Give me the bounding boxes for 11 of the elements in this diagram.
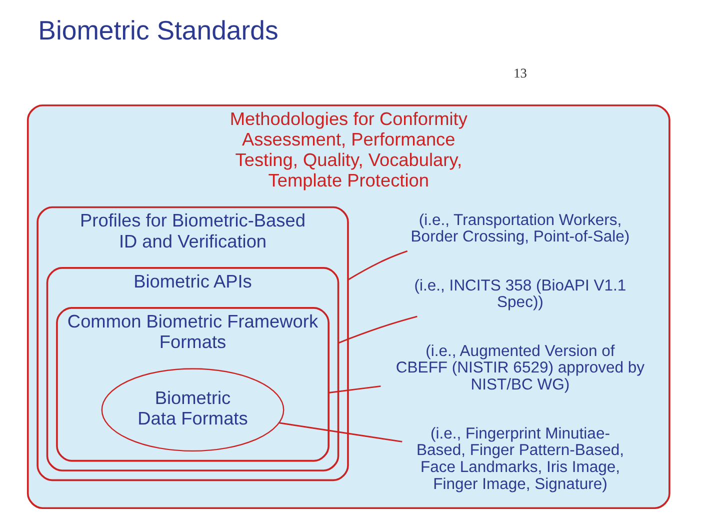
node-text: (i.e., Augmented Version of CBEFF (NISTIR 6529) approved by NIST/BC WG) [396,342,645,394]
connector [279,422,402,442]
node-text: (i.e., INCITS 358 (BioAPI V1.1 Spec)) [414,277,626,312]
label: 13 [514,65,527,80]
connector [348,250,408,280]
node-text: (i.e., Fingerprint Minutiae-Based, Finger Pattern-Based, Face Landmarks, Iris Image, Finger Image, Signature) [416,425,624,494]
connector [328,385,381,394]
node-text: (i.e., Transportation Workers, Border Crossing, Point-of-Sale) [410,212,630,246]
diagram-title: Biometric Standards [38,15,278,46]
connector [338,316,418,344]
node-ellipse: Biometric Data Formats [101,368,284,452]
